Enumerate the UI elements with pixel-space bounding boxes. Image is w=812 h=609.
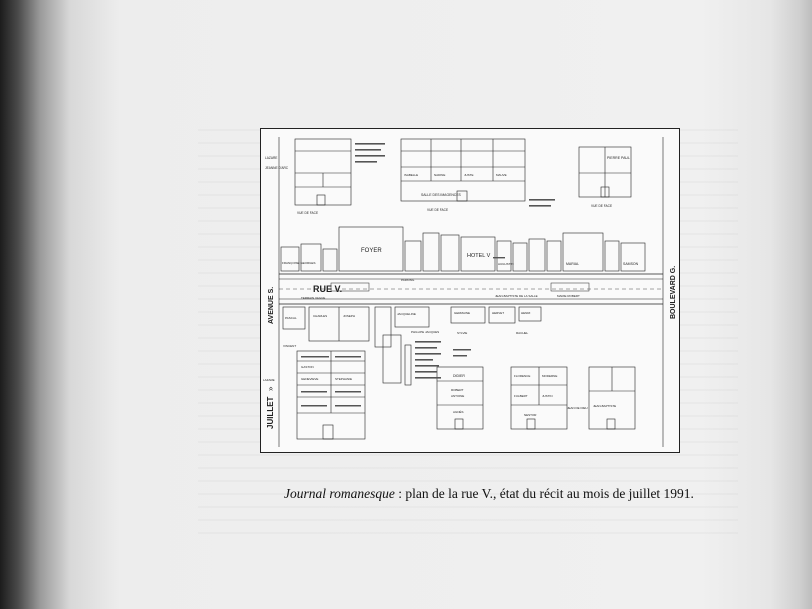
building-foyer: FOYER [361, 248, 382, 254]
building-samson: SAMSON [623, 262, 639, 266]
label-mauve: MAUVE [496, 173, 507, 177]
south-building-row [282, 306, 542, 348]
south-house-jean-baptiste [588, 366, 636, 430]
vue-de-face-label-2: VUE DE FACE [427, 208, 448, 212]
building-hotel-v: HOTEL V [467, 253, 491, 259]
street-label-avenue: AVENUE S. [268, 287, 275, 324]
label-germaine: GERMAINE [454, 311, 470, 315]
building-francoise: FRANÇOISE GEORGES [282, 261, 316, 265]
south-house-middle [382, 334, 412, 386]
label-jacqueline: JACQUELINE [397, 312, 416, 316]
label-joseph: JOSEPH [343, 314, 355, 318]
label-stephanie: STEPHANIE [335, 377, 352, 381]
north-building-row [280, 226, 646, 272]
label-rachel: RACHEL [516, 331, 529, 335]
label-hervet: HERVET [492, 311, 504, 315]
label-lazare-north: LAZARE [265, 156, 277, 160]
label-genevieve: GENEVIEVE [301, 377, 318, 381]
label-parking: PARKING [401, 278, 415, 282]
label-terrain-vague: TERRAIN VAGUE [301, 296, 325, 300]
label-phillipe: PHILLIPE JACQUES [411, 330, 439, 334]
label-jean-de-dieu: JEAN DE DIEU [567, 406, 588, 410]
street-plan-drawing: RUE V. AVENUE S. BOULEVARD G. JUILLET » [263, 137, 677, 447]
building-augustin: AUGUSTIN [498, 262, 514, 266]
label-pierre-paul: PIERRE PAUL [607, 156, 630, 160]
street-label-rue-v: RUE V. [313, 284, 342, 294]
label-jeanne-darc: JEANNE D'ARC [265, 166, 289, 170]
rue-v-street: RUE V. [279, 273, 663, 305]
label-didier: DIDIER [453, 374, 465, 378]
label-antoine: ANTOINE [451, 394, 464, 398]
plan-fine-print [301, 143, 555, 407]
label-marie-robert: MARIE ROBERT [557, 294, 580, 298]
label-lazare-south: LAZARE [263, 378, 275, 382]
label-juste: JUSTE [464, 173, 474, 177]
caption-title: Journal romanesque [284, 486, 395, 501]
label-isabelle: ISABELLE [404, 173, 418, 177]
street-label-juillet: JUILLET [266, 396, 275, 429]
label-florence: FLORENCE [514, 374, 530, 378]
label-nadine: NADINE [434, 173, 445, 177]
label-robert: ROBERT [451, 388, 464, 392]
label-henri: HENRI [521, 311, 531, 315]
caption-text: : plan de la rue V., état du récit au mo… [394, 486, 694, 501]
street-label-prefix: » [266, 386, 275, 391]
label-fulbert: FULBERT [514, 394, 528, 398]
north-house-3 [578, 146, 632, 198]
label-nestor: NESTOR [524, 413, 537, 417]
figure-caption: Journal romanesque : plan de la rue V., … [284, 486, 724, 502]
book-page: RUE V. AVENUE S. BOULEVARD G. JUILLET » [58, 0, 798, 609]
label-pascal: PASCAL [285, 316, 297, 320]
vue-de-face-label-3: VUE DE FACE [591, 204, 612, 208]
label-moderne: MODERNE [542, 374, 557, 378]
south-house-didier [436, 366, 484, 430]
label-vincent: VINCENT [283, 344, 296, 348]
south-house-moderne [510, 366, 568, 430]
south-house-left [296, 350, 366, 440]
north-house-1 [294, 138, 352, 206]
label-salle-des-imagences: SALLE DES IMAGENCES [421, 193, 461, 197]
label-sylvie: SYLVIE [457, 331, 467, 335]
label-gaston: GASTON [301, 365, 314, 369]
vue-de-face-label-1: VUE DE FACE [297, 211, 318, 215]
label-agnes: AGNÈS [453, 409, 464, 414]
building-marial: MARIAL [566, 262, 579, 266]
label-charles: CHARLES [313, 314, 327, 318]
label-jean-baptiste: JEAN-BAPTISTE [593, 404, 616, 408]
street-plan-figure: RUE V. AVENUE S. BOULEVARD G. JUILLET » [260, 128, 680, 453]
street-label-boulevard: BOULEVARD G. [670, 266, 677, 319]
north-house-2 [400, 138, 526, 202]
label-jean-baptiste-salle: JEAN-BAPTISTE DE LA SALLE [495, 294, 538, 298]
label-justin: JUSTIN [542, 394, 553, 398]
